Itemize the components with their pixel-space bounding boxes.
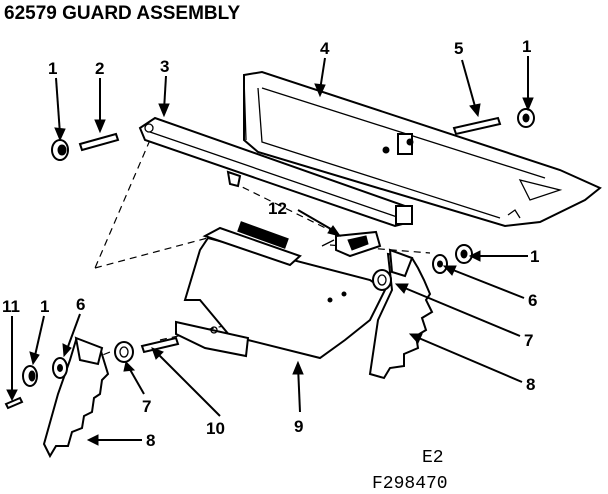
- callout-7-left: 7: [142, 397, 151, 416]
- callout-8-left: 8: [146, 431, 155, 450]
- callout-11: 11: [2, 297, 20, 316]
- part-4-upper-guard: [243, 70, 602, 228]
- part-5-pin: [452, 116, 502, 136]
- part-12-clip: [321, 230, 382, 258]
- part-6-washer-left: [52, 357, 68, 379]
- callout-3: 3: [160, 57, 169, 76]
- part-7-spacer-right: [372, 269, 392, 291]
- callout-7-right: 7: [524, 331, 533, 350]
- part-8-saw-blade-left: [42, 336, 110, 459]
- callout-1-top-left: 1: [48, 59, 57, 78]
- part-3-arm: [138, 116, 413, 228]
- callout-6-left: 6: [76, 295, 85, 314]
- part-6-washer-right: [432, 254, 448, 274]
- part-1-nut-top-left: [51, 139, 69, 161]
- part-1-nut-bottom-left: [22, 365, 38, 387]
- callout-5: 5: [454, 39, 463, 58]
- callout-2: 2: [95, 59, 104, 78]
- part-7-spacer-left: [114, 341, 134, 363]
- callout-1-bottom-left: 1: [40, 297, 49, 316]
- figure-code: F298470: [372, 474, 448, 494]
- callout-9: 9: [294, 417, 303, 436]
- callout-4: 4: [320, 39, 330, 58]
- part-8-saw-blade-right: [368, 248, 434, 380]
- callout-1-top-right: 1: [522, 37, 531, 56]
- part-1-nut-mid-right: [455, 244, 473, 264]
- sheet-code: E2: [422, 448, 444, 468]
- leader-lines: [6, 56, 534, 446]
- part-10-pin: [140, 336, 180, 354]
- diagram-title: 62579 GUARD ASSEMBLY: [4, 3, 241, 24]
- callout-1-mid-right: 1: [530, 247, 539, 266]
- callout-8-right: 8: [526, 375, 535, 394]
- part-11-screw: [4, 396, 24, 410]
- part-1-nut-top-right: [517, 108, 535, 128]
- part-2-pin: [78, 132, 120, 152]
- callout-12: 12: [268, 199, 287, 218]
- callout-6-right: 6: [528, 291, 537, 310]
- callout-labels: 1 2 3 4 5 1 12 1 6 7 8 11 1 6 7 10 9 8: [2, 37, 539, 450]
- part-9-lower-guard: [175, 221, 387, 360]
- callout-10: 10: [206, 419, 225, 438]
